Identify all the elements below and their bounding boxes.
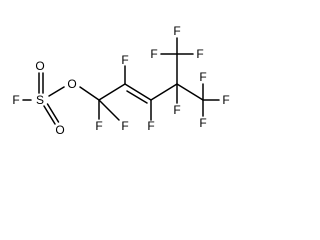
atom-f-cf3a-right: F bbox=[196, 47, 203, 61]
atom-f-cf3b-top: F bbox=[199, 70, 206, 84]
bond-c3-c4 bbox=[150, 83, 178, 101]
atom-oxygen-bottom: O bbox=[55, 123, 64, 137]
atom-f-c1-a: F bbox=[95, 119, 102, 133]
atom-f-c4: F bbox=[173, 103, 180, 117]
bond-o-c1 bbox=[79, 86, 100, 101]
atom-f-cf3a-top: F bbox=[173, 24, 180, 38]
atom-oxygen-top: O bbox=[35, 59, 44, 73]
atom-f-cf3b-bottom: F bbox=[199, 116, 206, 130]
atom-f-c3: F bbox=[147, 119, 154, 133]
bond-s-o-link bbox=[48, 86, 65, 97]
bond-s-o-bottom-2 bbox=[46, 103, 60, 123]
atom-f-sulfonyl: F bbox=[12, 93, 19, 107]
bond-c4-cf3b bbox=[176, 83, 204, 101]
bonds bbox=[22, 37, 220, 125]
atom-sulfur: S bbox=[36, 93, 44, 107]
bond-c1-c2 bbox=[98, 83, 126, 101]
bond-c1-f-b bbox=[98, 99, 120, 121]
atom-f-c2: F bbox=[121, 53, 128, 67]
atom-f-cf3a-left: F bbox=[150, 47, 157, 61]
bond-c2-c3-2 bbox=[126, 90, 148, 104]
chemical-structure: F S O O O F F F F F F F F F F F bbox=[12, 24, 229, 137]
atom-f-cf3b-right: F bbox=[222, 93, 229, 107]
bond-c2-c3-1 bbox=[124, 83, 152, 101]
bond-s-o-bottom-1 bbox=[43, 105, 56, 125]
atom-labels: F S O O O F F F F F F F F F F F bbox=[12, 24, 229, 137]
atom-f-c1-b: F bbox=[121, 119, 128, 133]
atom-oxygen-link: O bbox=[67, 77, 76, 91]
